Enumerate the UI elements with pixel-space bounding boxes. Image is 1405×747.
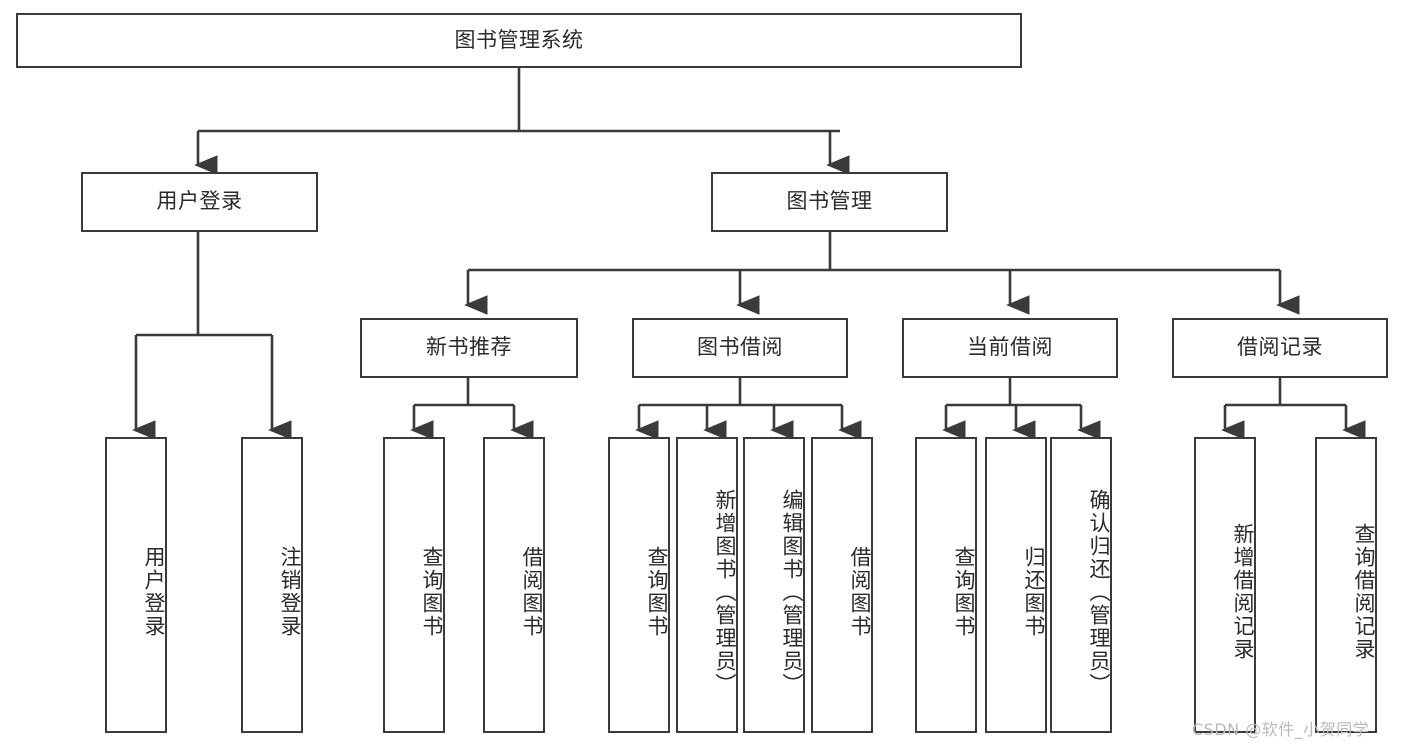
node-label: 确认归还（管理员） — [1087, 488, 1111, 696]
node-label: 图书管理 — [786, 189, 873, 214]
leaf-borrow-add-book[interactable]: 新增图书（管理员） — [676, 437, 738, 733]
node-label: 借阅记录 — [1237, 335, 1323, 360]
node-label: 归还图书 — [1022, 546, 1046, 638]
node-label: 借阅图书 — [520, 546, 544, 638]
leaf-record-query[interactable]: 查询借阅记录 — [1315, 437, 1377, 733]
node-user-login[interactable]: 用户登录 — [81, 172, 318, 232]
node-label: 查询图书 — [645, 546, 669, 638]
node-book-management[interactable]: 图书管理 — [711, 172, 948, 232]
node-root-system[interactable]: 图书管理系统 — [16, 13, 1022, 68]
csdn-watermark: CSDN @软件_小贺同学 — [1192, 720, 1370, 739]
node-label: 查询借阅记录 — [1352, 523, 1376, 661]
node-label: 新增图书（管理员） — [713, 488, 737, 696]
node-label: 编辑图书（管理员） — [780, 488, 804, 696]
leaf-logout[interactable]: 注销登录 — [241, 437, 303, 733]
leaf-user-login[interactable]: 用户登录 — [105, 437, 167, 733]
node-current-borrow[interactable]: 当前借阅 — [902, 318, 1118, 378]
node-label: 查询图书 — [952, 546, 976, 638]
node-label: 用户登录 — [156, 189, 243, 214]
leaf-borrow-edit-book[interactable]: 编辑图书（管理员） — [743, 437, 805, 733]
node-borrow-record[interactable]: 借阅记录 — [1172, 318, 1388, 378]
node-new-book-recommend[interactable]: 新书推荐 — [360, 318, 578, 378]
node-label: 新书推荐 — [426, 335, 512, 360]
node-label: 用户登录 — [142, 546, 166, 638]
leaf-current-return-book[interactable]: 归还图书 — [985, 437, 1047, 733]
node-label: 注销登录 — [278, 546, 302, 638]
node-label: 查询图书 — [420, 546, 444, 638]
node-label: 图书管理系统 — [454, 27, 584, 52]
node-book-borrow[interactable]: 图书借阅 — [632, 318, 848, 378]
node-label: 当前借阅 — [967, 335, 1053, 360]
leaf-borrow-query-book[interactable]: 查询图书 — [608, 437, 670, 733]
leaf-borrow-borrow-book[interactable]: 借阅图书 — [811, 437, 873, 733]
leaf-new-book-query[interactable]: 查询图书 — [383, 437, 445, 733]
leaf-record-add[interactable]: 新增借阅记录 — [1194, 437, 1256, 733]
node-label: 借阅图书 — [848, 546, 872, 638]
leaf-new-book-borrow[interactable]: 借阅图书 — [483, 437, 545, 733]
node-label: 新增借阅记录 — [1231, 523, 1255, 661]
leaf-current-confirm-return[interactable]: 确认归还（管理员） — [1050, 437, 1112, 733]
leaf-current-query-book[interactable]: 查询图书 — [915, 437, 977, 733]
node-label: 图书借阅 — [697, 335, 783, 360]
